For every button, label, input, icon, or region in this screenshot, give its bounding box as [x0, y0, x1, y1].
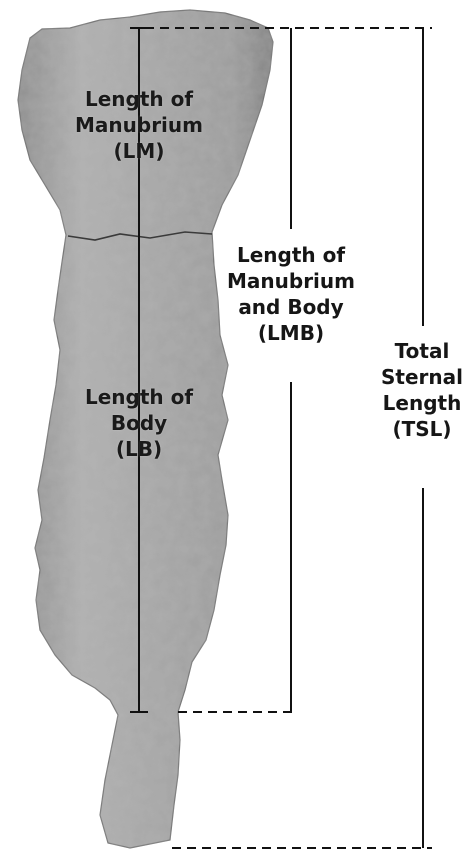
- tsl-label-line-4: (TSL): [372, 416, 464, 442]
- lb-label-line-3: (LB): [64, 436, 214, 462]
- tsl-label-line-1: Total: [372, 338, 464, 364]
- lm-label-line-3: (LM): [64, 138, 214, 164]
- tsl-label-line-2: Sternal: [372, 364, 464, 390]
- lm-label-line-2: Manubrium: [64, 112, 214, 138]
- tsl-label-line-3: Length: [372, 390, 464, 416]
- lmb-label: Length of Manubrium and Body (LMB): [218, 242, 364, 346]
- lm-label-line-1: Length of: [64, 86, 214, 112]
- tsl-label: Total Sternal Length (TSL): [372, 338, 464, 442]
- lmb-label-line-3: and Body: [218, 294, 364, 320]
- lm-label: Length of Manubrium (LM): [64, 86, 214, 164]
- lb-label-line-2: Body: [64, 410, 214, 436]
- lmb-label-line-1: Length of: [218, 242, 364, 268]
- lmb-label-line-4: (LMB): [218, 320, 364, 346]
- lb-label: Length of Body (LB): [64, 384, 214, 462]
- lb-label-line-1: Length of: [64, 384, 214, 410]
- lmb-label-line-2: Manubrium: [218, 268, 364, 294]
